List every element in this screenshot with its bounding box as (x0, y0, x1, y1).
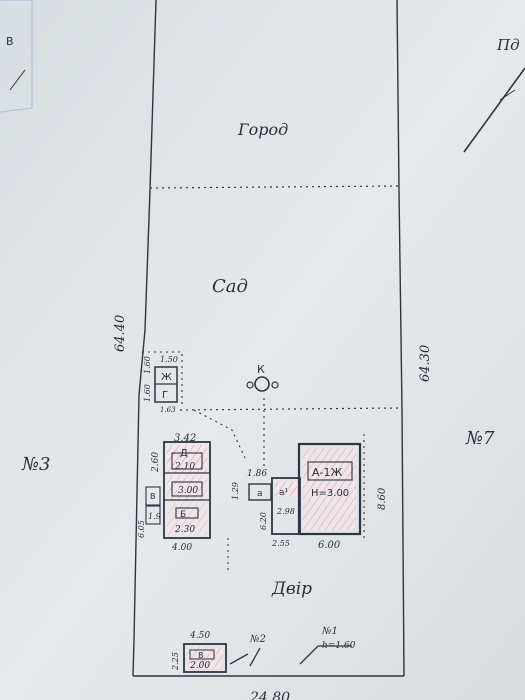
gate-h-dim: 2.25 (171, 652, 180, 671)
yard-label: Двір (271, 579, 312, 599)
outb-h3-dim: 2.30 (174, 525, 195, 535)
left-neighbor-label: №3 (21, 454, 51, 475)
house-bottom-dim: 6.00 (318, 540, 341, 551)
right-length: 64.30 (418, 345, 433, 382)
mid-h2-dim: 6.20 (259, 512, 268, 530)
yard-division-line (179, 407, 402, 411)
mid-h-dim: 1.29 (231, 482, 240, 500)
mid-a-letter: а (257, 489, 263, 499)
house-letter: А-1Ж (312, 466, 342, 479)
shed-h1: 1.60 (143, 356, 152, 374)
outb-a-dim: 2.60 (151, 452, 161, 473)
outbuilding-left: Д Б В 3.42 2.60 2.10 3.00 2.30 1.9 6.05 … (137, 433, 211, 553)
shed-h2: 1.60 (143, 384, 152, 402)
shed-dotted (142, 351, 183, 405)
shed-structure: Ж Г 1.50 1.60 1.60 1.63 (143, 355, 178, 414)
gate-structure: В 2.00 4.50 2.25 №2 №1 h=1.60 (171, 626, 356, 673)
pointer-line (463, 67, 525, 153)
gate-w-dim: 4.50 (189, 631, 210, 641)
gate-right-height: h=1.60 (322, 641, 356, 651)
shed-w2: 1.63 (160, 406, 176, 414)
mid-bottom-dim: 2.55 (271, 539, 290, 548)
outb-bottom-dim: 4.00 (171, 543, 192, 553)
mid-a1-letter: а¹ (279, 488, 289, 498)
mid-w-dim: 1.86 (247, 469, 267, 479)
shed-top-letter: Ж (161, 372, 172, 383)
house-height: Н=3.00 (311, 488, 349, 499)
yard-dotted-diag (193, 409, 247, 461)
house-right-dim: 8.60 (377, 487, 388, 510)
pencil-ticks (9, 69, 516, 101)
outb-h1-dim: 2.10 (174, 462, 195, 472)
garden-top-label: Город (237, 120, 288, 139)
gate-h2-dim: 2.00 (189, 661, 210, 671)
well: К (246, 363, 279, 392)
stamp-corner (0, 0, 33, 113)
main-house: А-1Ж Н=3.00 8.60 6.00 (297, 442, 388, 551)
corner-label-tr: Пд (496, 36, 520, 54)
outb-h2-dim: 3.00 (178, 486, 198, 496)
shed-width: 1.50 (160, 355, 178, 364)
parcel-outline (132, 0, 405, 677)
outb-left2-dim: 6.05 (137, 520, 146, 538)
right-neighbor-label: №7 (465, 428, 495, 449)
corner-label-tl: B (6, 35, 14, 48)
left-length: 64.40 (113, 315, 128, 352)
gate-right-label: №1 (321, 626, 338, 637)
outb-top-dim: 3.42 (174, 433, 196, 444)
outb-b-letter: Б (180, 510, 186, 520)
gate-label: №2 (249, 634, 266, 645)
outb-d-letter: Д (180, 448, 188, 459)
well-label: К (257, 363, 265, 376)
shed-bottom-letter: Г (162, 390, 168, 401)
mid-h3-dim: 2.98 (276, 507, 295, 516)
gate-b-letter: В (198, 651, 204, 660)
outb-left1-dim: 1.9 (148, 512, 161, 521)
garden-mid-label: Сад (212, 276, 248, 297)
outb-b-small-letter: В (150, 492, 156, 501)
bottom-width: 24.80 (249, 690, 290, 700)
